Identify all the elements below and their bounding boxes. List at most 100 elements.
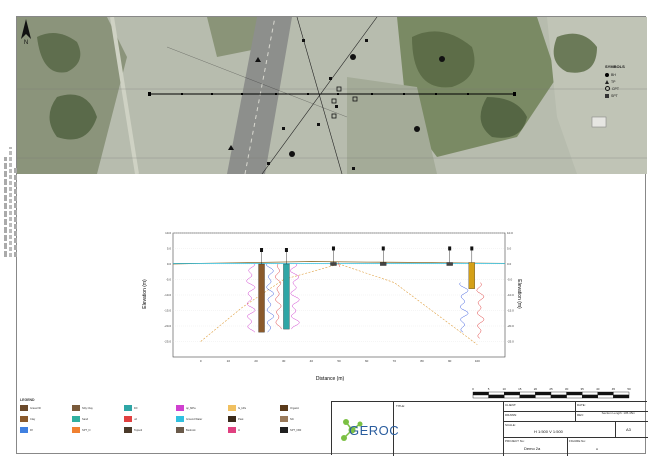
north-arrow-icon: N [21,19,31,45]
scale-segment [613,391,630,396]
legend-item: Silt [280,415,330,423]
scale-tick-label: 40 [596,387,600,391]
symbol-row: TP [605,78,645,85]
scale-tick-label: 30 [565,387,569,391]
company-logo: GEROC [332,402,399,456]
side-notes [4,137,17,257]
scale-tick-label: 10 [503,387,507,391]
scale-tick-label: 45 [612,387,616,391]
legend-item: u2 [124,415,174,423]
legend-label: Sand [82,417,89,421]
title-field: TITLE: [394,402,504,456]
scale-segment [597,391,614,396]
figure-value: A [596,447,599,451]
cpt-trace-line [274,263,282,330]
scale-segment [581,391,598,396]
y-tick-label: 10.0 [165,231,171,235]
legend-item: Rf [20,426,70,434]
legend-swatch-icon [20,416,28,422]
scale-tick-label: 0 [472,387,474,391]
legend-label: Silt [290,417,294,421]
x-tick-label: 100 [475,359,480,363]
project-field: PROJECT No: Demo 2a [504,438,568,456]
cpt-trace-line [338,262,341,268]
north-letter: N [24,40,28,45]
legend-swatch-icon [228,416,236,422]
legend-item: SPT_N [72,426,122,434]
sheet-size-field: A3 [616,422,648,438]
triangle-symbol-icon [605,79,609,84]
legend-label: qc_MPa [186,406,196,410]
borehole-head [331,246,335,251]
scale-segment [519,391,536,396]
scale-segment [488,394,505,399]
borehole-head [448,246,452,251]
cpt-trace-line [476,282,485,339]
arc-profile-line [200,263,478,345]
y-tick-label: -15.0 [164,309,171,313]
y-tick-label-right: -20.0 [507,324,514,328]
symbols-title: SYMBOLS [605,64,625,69]
symbol-row: CPT [605,85,645,92]
figure-field: FIGURE No: A [568,438,648,456]
legend-label: Organic [290,406,300,410]
cpt-trace-line [459,282,469,333]
legend-swatch-icon [280,405,288,411]
cpt-trace-line [246,263,256,333]
scale-segment [613,394,630,399]
scale-segment [504,391,521,396]
scale-segment [597,394,614,399]
target-symbol-icon [605,86,610,91]
legend-swatch-icon [176,405,184,411]
scale-label: SCALE: [505,423,516,427]
scale-segment [472,391,489,396]
legend-item: Clay [20,415,70,423]
scale-tick-label: 5 [488,387,490,391]
scale-segment [535,391,552,396]
legend-label: Fill [134,406,138,410]
client-field: CLIENT: [504,402,576,412]
scale-tick-label: 50 [627,387,631,391]
y-tick-label: -20.0 [164,324,171,328]
square-symbol-icon [605,93,609,98]
y-tick-label-right: 10.0 [507,231,513,235]
y-tick-label: 5.0 [167,247,172,251]
logo-molecule-icon [341,419,363,441]
legend-swatch-icon [176,427,184,433]
y-tick-label: -5.0 [166,278,172,282]
figure-label: FIGURE No: [569,439,586,443]
legend-label: Rf [30,428,33,432]
x-tick-label: 0 [200,359,202,363]
title-block: GEROC TITLE: CLIENT: DATE: DRAWN: REV: S… [331,401,648,456]
legend-label: Ic [238,428,241,432]
client-label: CLIENT: [505,403,517,407]
rev-field: REV: [576,412,648,422]
legend-swatch-icon [20,405,28,411]
title-label: TITLE: [396,404,406,408]
scale-segment [566,394,583,399]
project-label: PROJECT No: [505,439,525,443]
legend-label: Topsoil [134,428,143,432]
logo-text: GEROC [349,423,400,438]
scale-segment [504,394,521,399]
symbol-row: SPT [605,92,645,99]
scale-tick-label: 20 [534,387,538,391]
legend-swatch-icon [124,405,132,411]
y-tick-label: 0.0 [167,262,172,266]
legend-item: qc_MPa [176,404,226,412]
sheet-size-value: A3 [626,427,631,432]
drawn-field: DRAWN: [504,412,576,422]
y-tick-label: -10.0 [164,293,171,297]
x-tick-label: 50 [337,359,341,363]
scale-segment [488,391,505,396]
symbol-label: TP [611,79,616,84]
symbol-row: BH [605,71,645,78]
legend-swatch-icon [176,416,184,422]
borehole-head [284,248,288,252]
legend-label: Clay [30,417,36,421]
project-value: Demo 2a [524,446,541,451]
borehole-head [470,246,474,251]
map-symbols-key: SYMBOLS BH TP CPT SPT [605,64,645,99]
legend-item: Peat [228,415,278,423]
scale-segment [472,394,489,399]
